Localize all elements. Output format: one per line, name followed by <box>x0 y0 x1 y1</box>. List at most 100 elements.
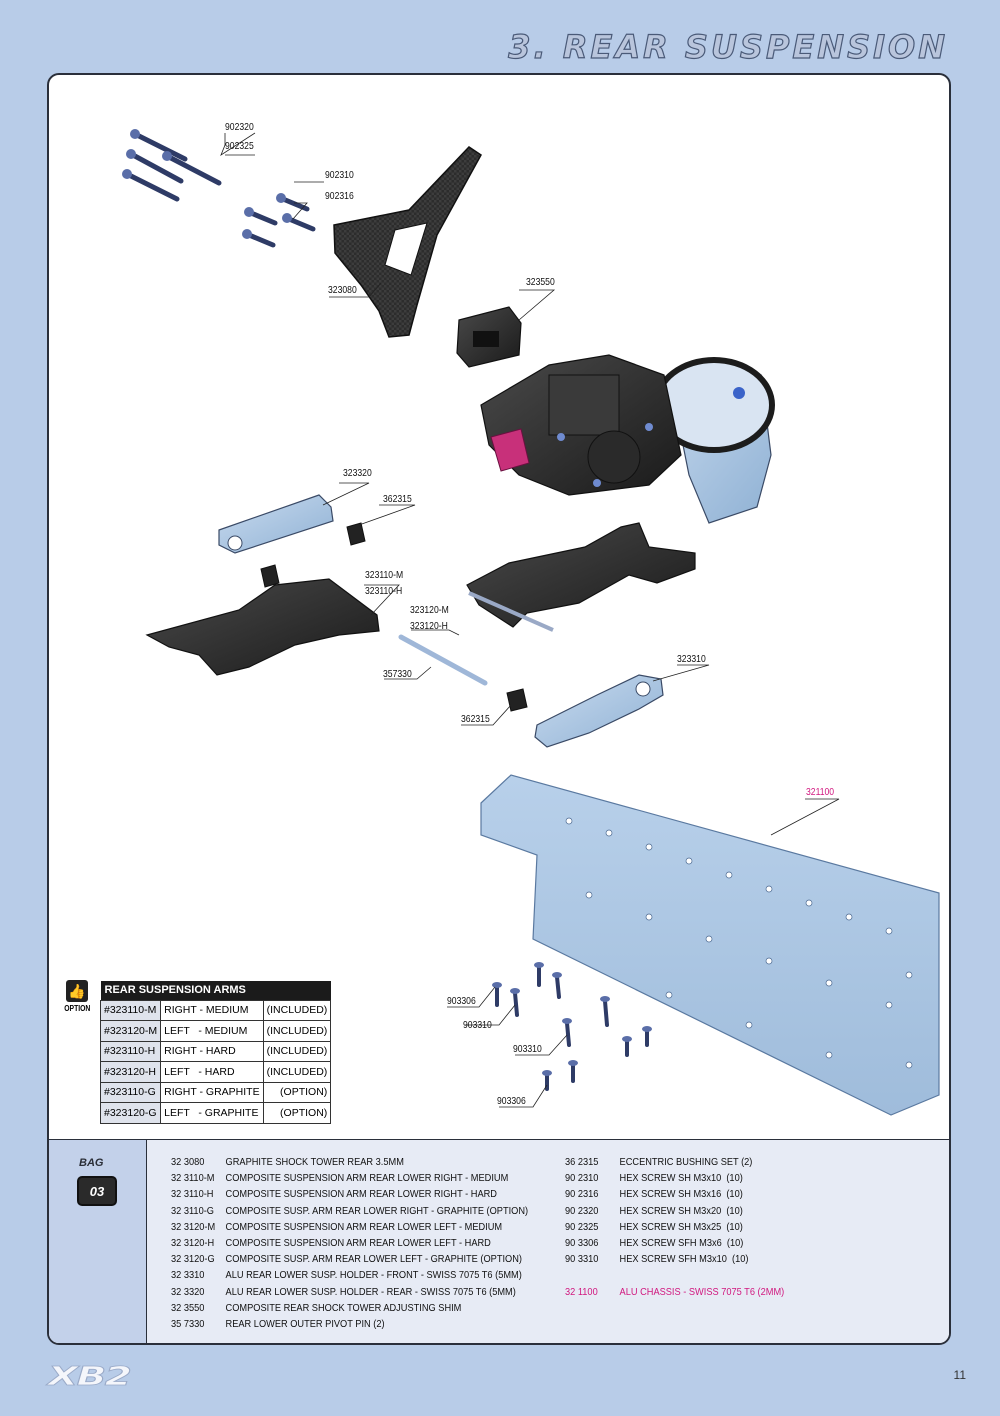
list-item: 90 2316 HEX SCREW SH M3x16 (10) <box>565 1186 784 1202</box>
part-desc: COMPOSITE SUSP. ARM REAR LOWER LEFT - GR… <box>225 1253 522 1266</box>
list-item: 35 7330 REAR LOWER OUTER PIVOT PIN (2) <box>171 1316 528 1332</box>
list-item: 32 3110-H COMPOSITE SUSPENSION ARM REAR L… <box>171 1186 528 1202</box>
option-icon: 👍 OPTION <box>62 980 92 1013</box>
option-desc: RIGHT - GRAPHITE <box>160 1081 264 1103</box>
callout-323110-m: 323110-M <box>365 569 404 581</box>
table-row: #323110-M RIGHT - MEDIUM (INCLUDED) <box>99 999 332 1021</box>
list-item-highlighted: 32 1100 ALU CHASSIS - SWISS 7075 T6 (2MM) <box>565 1284 784 1300</box>
option-status: (INCLUDED) <box>262 1020 332 1042</box>
list-item: 32 3320 ALU REAR LOWER SUSP. HOLDER - REA… <box>171 1284 528 1300</box>
part-code: 90 3306 <box>565 1237 599 1250</box>
callout-323080: 323080 <box>328 284 357 296</box>
part-desc: HEX SCREW SH M3x16 (10) <box>619 1188 743 1201</box>
option-status: (INCLUDED) <box>262 1040 332 1062</box>
gearbox <box>480 354 775 524</box>
part-code <box>565 1267 620 1283</box>
part-code: 32 3320 <box>171 1285 205 1298</box>
part-code: 90 2325 <box>565 1220 599 1233</box>
part-desc: ALU REAR LOWER SUSP. HOLDER - REAR - SWI… <box>225 1285 516 1298</box>
part-code: 32 3310 <box>171 1269 205 1282</box>
option-status: (INCLUDED) <box>262 999 332 1021</box>
part-code: 32 3110-G <box>171 1204 214 1217</box>
callout-902310: 902310 <box>325 169 354 181</box>
right-arm <box>466 522 696 628</box>
chassis-plate <box>480 774 940 1116</box>
pivot-pin <box>398 634 488 686</box>
part-desc: HEX SCREW SFH M3x6 (10) <box>619 1237 744 1250</box>
part-code: 32 3120-G <box>171 1253 215 1266</box>
list-item: 90 2325 HEX SCREW SH M3x25 (10) <box>565 1219 784 1235</box>
part-code: 32 3110-M <box>171 1172 215 1185</box>
table-row: #323120-H LEFT - HARD (INCLUDED) <box>99 1061 332 1083</box>
callout-357330: 357330 <box>383 668 412 680</box>
option-desc: LEFT - HARD <box>160 1061 264 1083</box>
table-row: #323110-G RIGHT - GRAPHITE (OPTION) <box>99 1081 332 1103</box>
rear-holder <box>218 494 334 554</box>
callout-323120-m: 323120-M <box>410 604 449 616</box>
bag-column: BAG 03 <box>49 1140 147 1343</box>
part-desc: HEX SCREW SH M3x25 (10) <box>619 1220 743 1233</box>
part-code: 35 7330 <box>171 1318 205 1331</box>
part-desc: ALU REAR LOWER SUSP. HOLDER - FRONT - SW… <box>225 1269 522 1282</box>
option-table: REAR SUSPENSION ARMS #323110-M RIGHT - M… <box>99 981 332 1124</box>
part-desc: COMPOSITE SUSPENSION ARM REAR LOWER LEFT… <box>225 1237 491 1250</box>
diagram-illustration <box>122 129 940 1116</box>
option-desc: RIGHT - HARD <box>160 1040 264 1062</box>
page-title: 3. REAR SUSPENSION <box>508 27 948 66</box>
callout-903310-left: 903310 <box>463 1019 492 1031</box>
list-item-spacer <box>565 1267 784 1283</box>
option-code: #323120-G <box>99 1102 162 1124</box>
part-desc: COMPOSITE REAR SHOCK TOWER ADJUSTING SHI… <box>225 1301 462 1314</box>
option-desc: RIGHT - MEDIUM <box>160 999 264 1021</box>
callout-362315-bottom: 362315 <box>461 713 490 725</box>
list-item: 32 3110-M COMPOSITE SUSPENSION ARM REAR L… <box>171 1170 528 1186</box>
part-desc: COMPOSITE SUSPENSION ARM REAR LOWER RIGH… <box>225 1188 497 1201</box>
option-code: #323110-G <box>99 1081 162 1103</box>
option-table-header: REAR SUSPENSION ARMS <box>100 981 331 1000</box>
part-code: 32 1100 <box>565 1285 598 1298</box>
option-code: #323110-H <box>99 1040 162 1062</box>
part-desc: REAR LOWER OUTER PIVOT PIN (2) <box>225 1318 385 1331</box>
part-desc: HEX SCREW SH M3x20 (10) <box>619 1204 743 1217</box>
part-code: 90 3310 <box>565 1253 599 1266</box>
part-code: 36 2315 <box>565 1156 599 1168</box>
list-item: 90 3310 HEX SCREW SFH M3x10 (10) <box>565 1251 784 1267</box>
option-desc: LEFT - GRAPHITE <box>160 1102 264 1124</box>
part-desc: ALU CHASSIS - SWISS 7075 T6 (2MM) <box>619 1285 785 1298</box>
callout-902316: 902316 <box>325 190 354 202</box>
part-desc: HEX SCREW SFH M3x10 (10) <box>619 1253 749 1266</box>
front-holder <box>534 674 664 748</box>
callout-903310-mid: 903310 <box>513 1043 542 1055</box>
table-row: #323120-M LEFT - MEDIUM (INCLUDED) <box>99 1020 332 1042</box>
bag-number-badge: 03 <box>77 1176 117 1206</box>
callout-323550: 323550 <box>526 276 555 288</box>
part-code: 32 3110-H <box>171 1188 214 1201</box>
callout-362315-top: 362315 <box>383 493 412 505</box>
xb2-logo: XB2 <box>47 1362 132 1393</box>
list-item: 32 3310 ALU REAR LOWER SUSP. HOLDER - FRO… <box>171 1267 528 1283</box>
part-code: 90 2316 <box>565 1188 599 1201</box>
table-row: #323120-G LEFT - GRAPHITE (OPTION) <box>99 1102 332 1124</box>
content-frame: 902320 902325 902310 902316 323080 32355… <box>47 73 951 1345</box>
option-icon-label: OPTION <box>64 1004 91 1013</box>
part-desc: GRAPHITE SHOCK TOWER REAR 3.5MM <box>225 1156 404 1168</box>
chassis-screws <box>495 965 649 1091</box>
callout-323310: 323310 <box>677 653 706 665</box>
option-status: (OPTION) <box>262 1081 332 1103</box>
thumbs-up-icon: 👍 <box>66 980 88 1002</box>
callout-323110-h: 323110-H <box>365 585 403 597</box>
callout-321100: 321100 <box>806 786 835 798</box>
part-desc: HEX SCREW SH M3x10 (10) <box>619 1172 743 1185</box>
bag-label: BAG <box>79 1157 104 1169</box>
list-item: 90 3306 HEX SCREW SFH M3x6 (10) <box>565 1235 784 1251</box>
part-desc: COMPOSITE SUSPENSION ARM REAR LOWER RIGH… <box>225 1172 509 1185</box>
callout-903306-top: 903306 <box>447 995 476 1007</box>
option-status: (OPTION) <box>262 1102 332 1124</box>
